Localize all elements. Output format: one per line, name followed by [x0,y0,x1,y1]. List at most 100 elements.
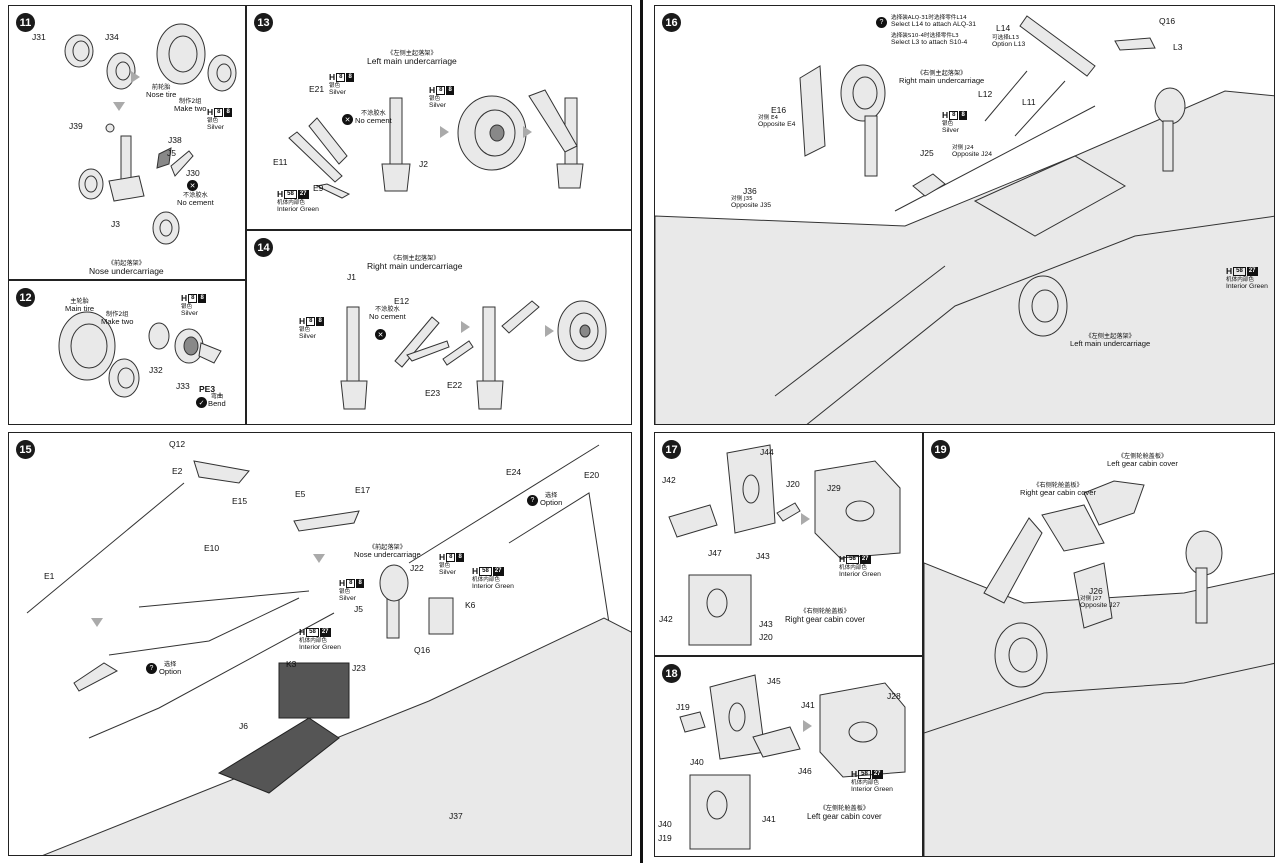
part-label: J20 [759,632,773,642]
step-number: 14 [254,238,273,257]
arrow-down-icon [91,618,103,627]
part-label: J5 [354,604,363,614]
part-label: J41 [801,700,815,710]
part-label: E24 [506,467,522,477]
step-number: 18 [662,664,681,683]
no-cement-icon: ✕ [187,180,198,191]
part-label: J23 [352,663,366,673]
part-label: J41 [762,814,776,824]
part-label: E16 [771,105,787,115]
part-label: K3 [286,659,297,669]
part-label: E11 [273,157,288,167]
part-label: J43 [756,551,770,561]
option-question-icon: ? [527,495,538,506]
part-label: E21 [309,84,325,94]
part-label: J31 [32,32,46,42]
part-label: J42 [659,614,673,624]
page-divider [640,0,643,863]
part-label: J42 [662,475,676,485]
step-caption: 《左侧轮舱盖板》Left gear cabin cover [807,805,882,822]
part-label: J32 [149,365,163,375]
step-number: 11 [16,13,35,32]
part-label: J6 [239,721,248,731]
part-label: J5 [167,148,176,158]
part-label: J44 [760,447,774,457]
option-question-icon: ? [876,17,887,28]
part-label: J19 [676,702,690,712]
part-label: J26 [1089,586,1103,596]
part-label: J40 [658,819,672,829]
part-label: J38 [168,135,182,145]
step-14-panel: 14 《右侧主起落架》Right main undercarriage J1 E… [246,230,632,425]
no-cement-icon: ✕ [375,329,386,340]
fuselage-nose-gear-drawing [26,444,631,855]
part-label: L11 [1022,97,1036,107]
right-cover-note: 《右侧轮舱盖板》Right gear cabin cover [1020,482,1096,498]
part-label: L14 [996,23,1011,33]
part-label: E10 [204,543,220,553]
part-label: J45 [767,676,781,686]
part-label: L3 [1173,42,1183,52]
arrow-right-icon [801,513,810,525]
part-label: E9 [313,183,324,193]
option-question-icon: ? [146,663,157,674]
part-label: E2 [172,466,183,476]
part-label: Q16 [1159,16,1176,26]
part-label: J39 [69,121,83,131]
part-label: J25 [920,148,934,158]
part-label: Q16 [414,645,431,655]
part-label: Q12 [169,439,186,449]
part-label: J1 [347,272,356,282]
part-label: PE3 [199,384,216,394]
part-label: J19 [658,833,672,843]
step-number: 12 [16,288,35,307]
part-label: K6 [465,600,476,610]
part-label: J28 [887,691,901,701]
part-label: J40 [690,757,704,767]
part-label: J36 [743,186,757,196]
step-number: 13 [254,13,273,32]
step-caption: 《右侧主起落架》Right main undercarriage [367,255,463,272]
nose-undercarriage-note: 《前起落架》Nose undercarriage [354,544,421,560]
right-main-note: 《右侧主起落架》Right main undercarriage [899,70,985,86]
fuselage-main-gear-drawing [655,15,1274,424]
arrow-right-icon [461,321,470,333]
part-label: J37 [449,811,463,821]
step-number: 16 [662,13,681,32]
arrow-right-icon [131,71,140,83]
right-gear-cabin-cover-drawing [668,444,901,646]
step-19-panel: 19 《左侧轮舱盖板》Left gear cabin cover 《右侧轮舱盖板… [923,432,1275,857]
part-label: J20 [786,479,800,489]
gear-cabin-covers-installed-drawing [924,480,1274,856]
part-label: J47 [708,548,722,558]
part-label: E17 [355,485,371,495]
part-label: E1 [44,571,55,581]
step-15-panel: 15 Q12 E2 E15 E5 E17 E10 E1 E24 E20 ? 选择… [8,432,632,856]
step-caption: 《左侧主起落架》Left main undercarriage [367,50,457,67]
arrow-right-icon [803,720,812,732]
step-number: 17 [662,440,681,459]
